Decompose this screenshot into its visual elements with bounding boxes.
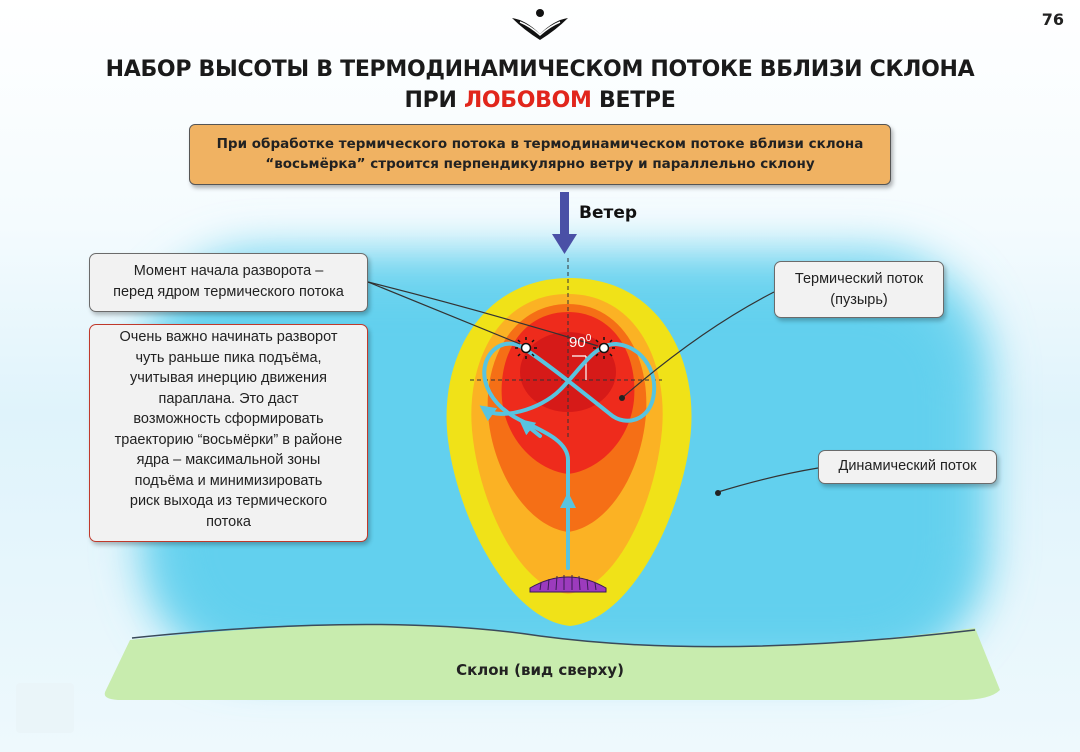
leader-dynamic [717, 467, 819, 493]
figure-eight-trajectory [479, 341, 657, 570]
leader-thermal-dot [619, 395, 625, 401]
angle-degree: 0 [585, 333, 592, 344]
leader-turn-left [367, 281, 521, 345]
info-box: При обработке термического потока в терм… [189, 124, 891, 185]
callout-turn-line-1: Момент начала разворота – [133, 263, 324, 279]
page-subtitle: ПРИ ЛОБОВОМ ВЕТРЕ [0, 88, 1080, 113]
callout-dynamic-label: Динамический поток [838, 458, 977, 474]
important-line: траекторию “восьмёрки” в районе [114, 431, 343, 448]
leader-thermal [621, 291, 775, 399]
important-line: подъёма и минимизировать [134, 472, 323, 489]
turn-start-marker-left [515, 337, 537, 359]
callout-important: Очень важно начинать разворот чуть раньш… [89, 324, 368, 542]
important-line: ядра – максимальной зоны [136, 452, 321, 468]
title-suffix: ВЕТРЕ [591, 88, 676, 113]
page-number: 76 [1041, 10, 1064, 29]
important-line: учитывая инерцию движения [130, 370, 327, 386]
slope-area [104, 624, 1000, 700]
title-prefix: ПРИ [404, 88, 464, 113]
wind-label: Ветер [579, 203, 638, 223]
paraglider-cells [539, 575, 597, 591]
logo-icon [512, 9, 568, 40]
callout-thermal: Термический поток (пузырь) [774, 261, 944, 318]
important-line: чуть раньше пика подъёма, [135, 349, 322, 366]
info-line-2: “восьмёрка” строится перпендикулярно вет… [265, 156, 815, 172]
turn-start-marker-right [593, 337, 615, 359]
important-line: Очень важно начинать разворот [119, 329, 338, 345]
leader-turn-right [367, 281, 599, 347]
callout-thermal-line-2: (пузырь) [830, 292, 888, 308]
important-line: возможность сформировать [133, 411, 324, 427]
callout-dynamic: Динамический поток [818, 450, 997, 484]
angle-label: 900 [569, 333, 591, 351]
important-line: параплана. Это даст [158, 390, 299, 407]
callout-thermal-line-1: Термический поток [794, 271, 924, 287]
important-line: потока [206, 513, 251, 530]
overlay-button[interactable] [16, 683, 74, 733]
slope-edge-line [131, 623, 976, 648]
info-line-1: При обработке термического потока в терм… [216, 136, 864, 152]
wind-arrow-icon [552, 192, 577, 254]
page-title: НАБОР ВЫСОТЫ В ТЕРМОДИНАМИЧЕСКОМ ПОТОКЕ … [105, 57, 975, 82]
title-highlight: ЛОБОВОМ [463, 88, 592, 113]
leader-dynamic-dot [715, 490, 721, 496]
slope-label: Склон (вид сверху) [456, 661, 624, 679]
callout-turn-line-2: перед ядром термического потока [113, 284, 344, 300]
callout-turn-moment: Момент начала разворота – перед ядром те… [89, 253, 368, 312]
important-line: риск выхода из термического [129, 493, 328, 509]
angle-value: 90 [569, 334, 586, 351]
